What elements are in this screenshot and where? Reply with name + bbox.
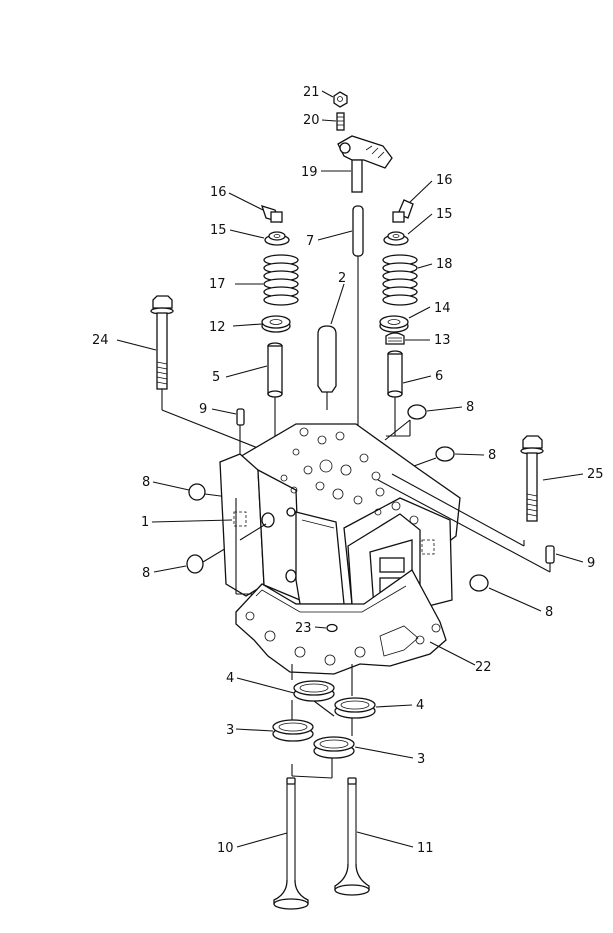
callout-15-left: 15 xyxy=(210,223,227,238)
callout-13: 13 xyxy=(434,333,451,348)
callout-8-right-upper: 8 xyxy=(488,448,496,463)
callout-15-right: 15 xyxy=(436,207,453,222)
callout-8-left-upper: 8 xyxy=(142,475,150,490)
part-19-rocker-arm xyxy=(337,135,393,193)
part-24-bolt xyxy=(150,295,284,459)
callout-25: 25 xyxy=(587,467,604,482)
callout-9-right: 9 xyxy=(587,556,595,571)
part-2-sleeve xyxy=(317,325,337,410)
callout-2: 2 xyxy=(338,271,346,286)
part-12-spring-seat xyxy=(261,315,291,333)
callout-16-left: 16 xyxy=(210,185,227,200)
part-13-stem-seal xyxy=(385,332,405,345)
callout-8-top-right: 8 xyxy=(466,400,474,415)
callout-21: 21 xyxy=(303,85,320,100)
part-3-insert-left xyxy=(272,719,314,742)
callout-12: 12 xyxy=(209,320,226,335)
part-7-push-rod xyxy=(352,205,364,430)
part-8-plug-left-upper xyxy=(188,483,237,501)
callout-9-left: 9 xyxy=(199,402,207,417)
part-18-valve-spring xyxy=(382,254,418,306)
part-16-cotter-left xyxy=(260,205,283,223)
part-4-seat-ring-left xyxy=(293,680,335,702)
part-14-spring-seat xyxy=(379,315,409,333)
part-9-dowel-right xyxy=(545,545,555,564)
callout-3-left: 3 xyxy=(226,723,234,738)
part-5-valve-guide xyxy=(267,342,283,444)
part-15-retainer-right xyxy=(383,231,409,246)
part-20-adjust-screw xyxy=(336,112,345,131)
callout-5: 5 xyxy=(212,370,220,385)
part-15-retainer-left xyxy=(264,231,290,246)
callout-11: 11 xyxy=(417,841,434,856)
part-6-valve-guide xyxy=(387,350,403,436)
callout-6: 6 xyxy=(435,369,443,384)
part-10-valve xyxy=(273,777,309,910)
part-17-valve-spring xyxy=(263,254,299,306)
callout-18: 18 xyxy=(436,257,453,272)
part-25-bolt xyxy=(520,435,544,522)
callout-1: 1 xyxy=(141,515,149,530)
part-11-valve xyxy=(334,777,370,896)
callout-7: 7 xyxy=(306,234,314,249)
callout-19: 19 xyxy=(301,165,318,180)
callout-4-left: 4 xyxy=(226,671,234,686)
part-8-plug-right-lower xyxy=(469,574,489,592)
callout-3-right: 3 xyxy=(417,752,425,767)
callout-14: 14 xyxy=(434,301,451,316)
part-21-nut xyxy=(333,91,348,108)
callout-17: 17 xyxy=(209,277,226,292)
part-22-head-gasket xyxy=(235,569,447,675)
part-23-o-ring xyxy=(326,623,338,633)
part-16-cotter-right xyxy=(392,199,414,223)
part-8-plug-top-right xyxy=(384,404,427,441)
callout-24: 24 xyxy=(92,333,109,348)
part-3-insert-right xyxy=(313,736,355,759)
callout-4-right: 4 xyxy=(416,698,424,713)
callout-16-right: 16 xyxy=(436,173,453,188)
part-4-seat-ring-right xyxy=(334,697,376,719)
callout-8-left-lower: 8 xyxy=(142,566,150,581)
callout-22: 22 xyxy=(475,660,492,675)
callout-23: 23 xyxy=(295,621,312,636)
callout-20: 20 xyxy=(303,113,320,128)
callout-8-right-lower: 8 xyxy=(545,605,553,620)
callout-leaders xyxy=(116,90,584,848)
callout-10: 10 xyxy=(217,841,234,856)
